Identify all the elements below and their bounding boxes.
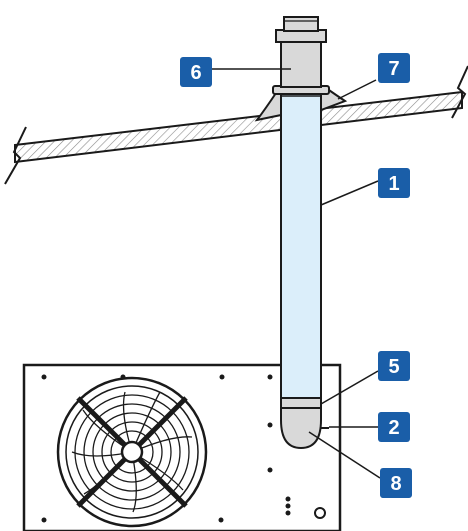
callout-label: 2 [388,417,399,439]
connector [285,503,291,509]
elbow-bend [280,397,329,450]
screw [267,374,273,380]
screw [219,374,225,380]
callout-5: 5 [378,351,410,381]
screw [41,374,47,380]
leader-line-8 [308,431,381,479]
callout-7: 7 [378,53,410,83]
callout-label: 5 [388,356,399,378]
vertical-exhaust-pipe [280,91,322,405]
roof-break-right [451,65,468,119]
callout-6: 6 [180,57,212,87]
leader-line-7 [337,79,377,100]
drain-port [314,507,326,519]
roof-terminal [275,16,327,88]
callout-label: 7 [388,58,399,80]
leader-line-5 [320,370,379,405]
fan-grille [56,376,208,528]
connector [285,496,291,502]
callout-label: 1 [388,173,399,195]
callout-label: 6 [190,62,201,84]
screw [218,517,224,523]
callout-2: 2 [378,412,410,442]
callout-8: 8 [380,468,412,498]
screw [41,517,47,523]
leader-line-1 [320,180,379,206]
connector [285,510,291,516]
leader-lines [212,68,381,479]
roof-break-left [4,126,27,185]
callout-label: 8 [390,473,401,495]
callout-1: 1 [378,168,410,198]
screw [267,422,273,428]
roof-section [4,65,468,185]
screw [267,467,273,473]
